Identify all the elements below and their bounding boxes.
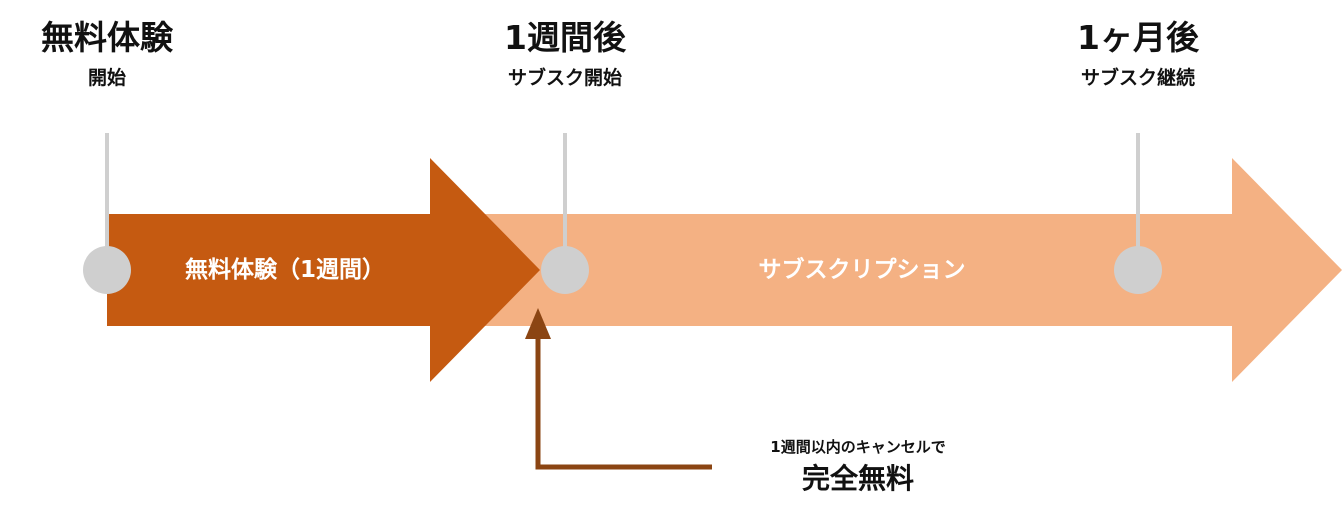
milestone-title-start: 無料体験: [41, 18, 173, 57]
milestone-title-month: 1ヶ月後: [1077, 18, 1199, 57]
milestone-title-week: 1週間後: [504, 18, 626, 57]
subscription-arrow: [430, 158, 1342, 382]
note-connector-arrowhead: [525, 308, 551, 339]
note-condition: 1週間以内のキャンセルで: [770, 438, 946, 456]
milestone-dot-week: [541, 246, 589, 294]
milestone-dot-start: [83, 246, 131, 294]
trial-arrow: [107, 158, 540, 382]
trial-phase-label: 無料体験（1週間）: [184, 257, 386, 283]
milestone-dot-month: [1114, 246, 1162, 294]
milestone-subtitle-week: サブスク開始: [507, 67, 623, 89]
milestone-subtitle-month: サブスク継続: [1080, 67, 1196, 89]
subscription-phase-label: サブスクリプション: [758, 257, 966, 283]
milestone-subtitle-start: 開始: [87, 67, 127, 89]
note-connector-line: [535, 336, 712, 470]
note-free: 完全無料: [801, 462, 915, 495]
